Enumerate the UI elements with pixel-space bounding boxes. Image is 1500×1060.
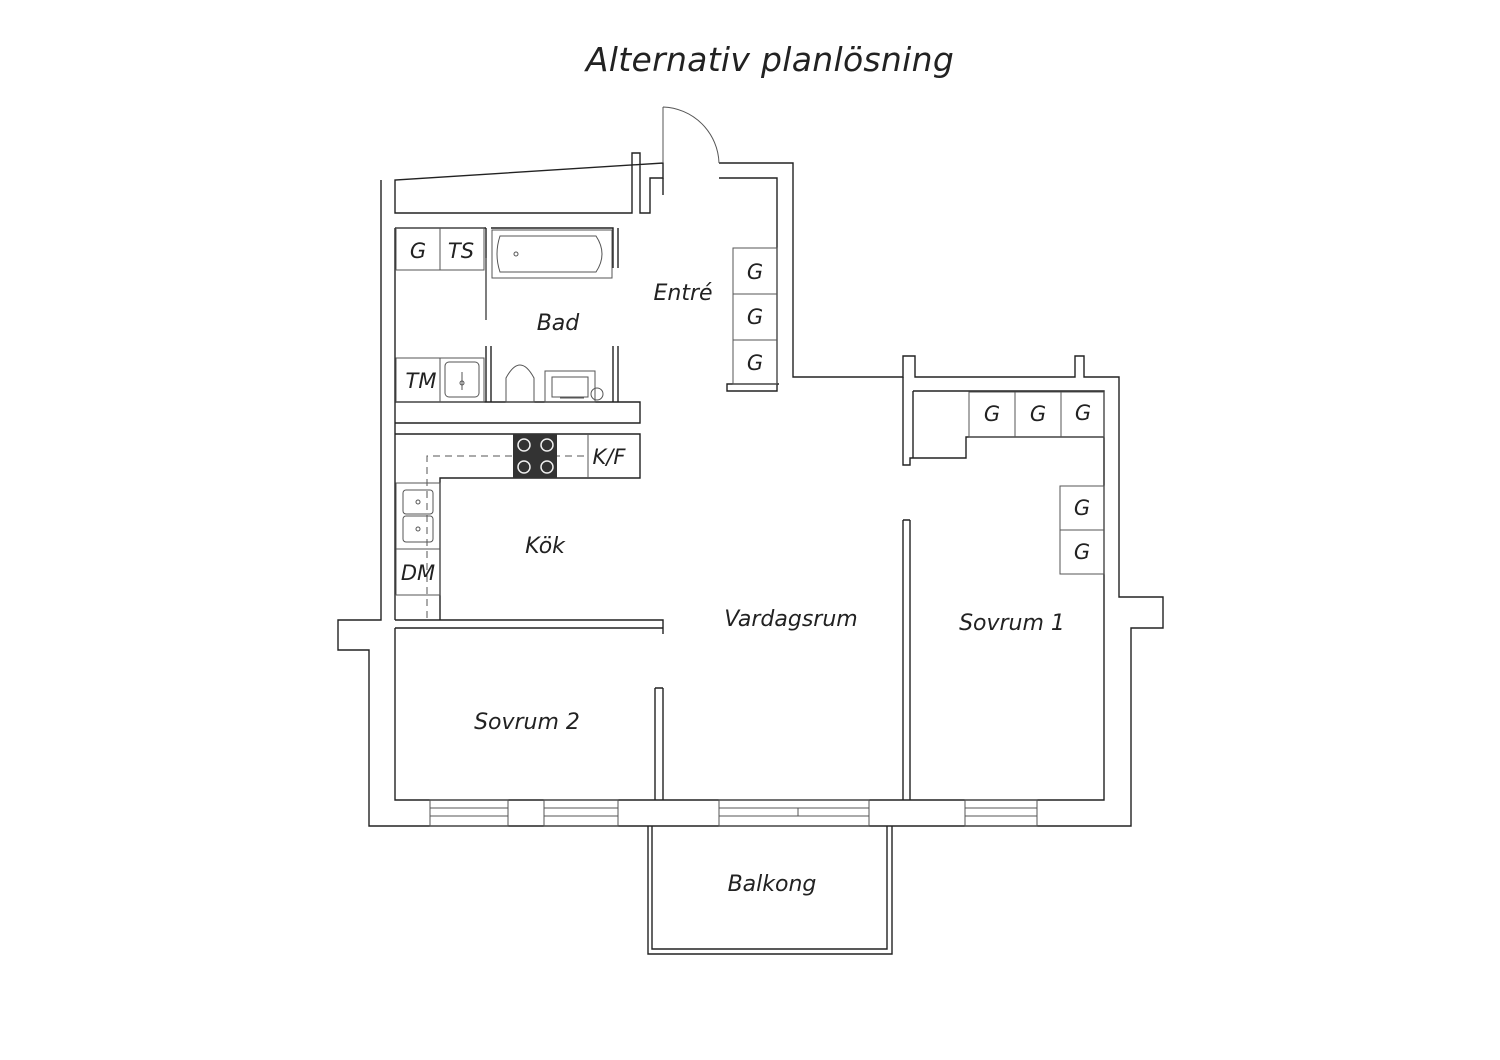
windows [429,799,1038,827]
fixture-label-kf: K/F [593,445,627,469]
partition-living-bed2 [654,687,664,800]
room-label-bad: Bad [537,311,581,336]
outer-wall-inner-top [395,227,614,320]
toilet-icon [505,364,535,403]
room-label-balkong: Balkong [728,872,817,897]
fixture-label-dm: DM [401,561,435,585]
fixture-label-g: G [1030,402,1046,426]
fixture-label-g: G [410,239,426,263]
bath-sink-box [439,357,485,403]
bath-sink-icon [444,361,480,398]
bed1-garderob-5 [1059,529,1105,575]
cooktop-icon [513,434,557,478]
fixture-label-ts: TS [448,239,474,263]
room-label-entre: Entré [653,281,712,306]
bath-partition [485,228,619,402]
bathtub-icon [496,235,603,273]
fixture-label-g: G [1074,496,1090,520]
room-label-sovrum2: Sovrum 2 [474,710,580,735]
fixture-label-tm: TM [406,369,437,393]
room-label-sovrum1: Sovrum 1 [959,611,1065,636]
bed1-garderob-3 [1060,391,1105,438]
fixture-label-g: G [984,402,1000,426]
bath-bottom-wall [395,401,641,424]
kitchen-sink-icon [402,489,434,515]
fixture-label-g: G [1074,540,1090,564]
fixture-label-g: G [747,260,763,284]
bed1-closet-wall [902,377,1104,466]
entry-garderob-3 [732,339,778,385]
room-label-vardagsrum: Vardagsrum [724,607,857,632]
fixture-label-g: G [1075,401,1091,425]
entry-door-swing [662,106,720,164]
outer-wall-inner-line [394,228,1105,801]
bathtub-frame [491,229,613,279]
fixture-label-g: G [747,351,763,375]
outer-wall-outer-line [337,162,1164,827]
balcony-outline [647,826,893,955]
outer-wall-outer-line-left [394,152,664,214]
plan-title: Alternativ planlösning [585,40,955,79]
fixture-label-g: G [747,305,763,329]
room-label-kok: Kök [525,534,566,559]
partition-living-bed1 [902,519,911,800]
bath-washbasin-icon [544,370,596,403]
